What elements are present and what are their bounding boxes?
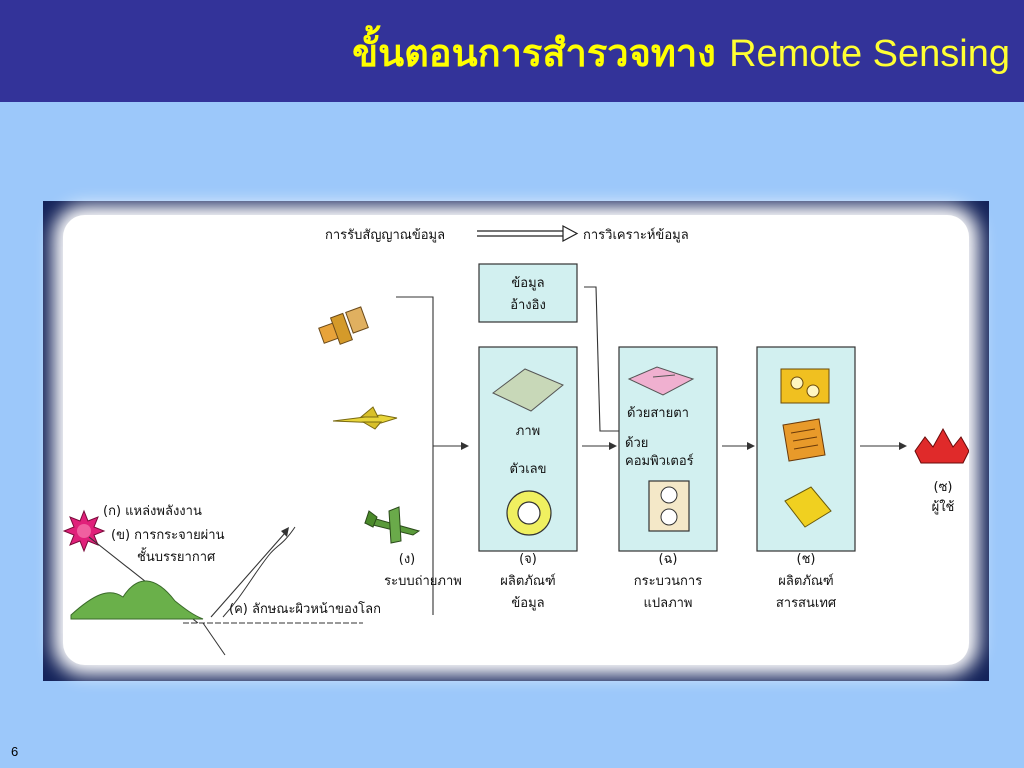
info-caption-2: ผลิตภัณฑ์ <box>778 573 833 589</box>
flow-label-acquisition: การรับสัญญาณข้อมูล <box>325 228 445 243</box>
satellite-icon <box>318 306 369 345</box>
info-caption-3: สารสนเทศ <box>776 596 837 611</box>
data-image-label: ภาพ <box>516 424 540 439</box>
data-caption-3: ข้อมูล <box>511 596 544 611</box>
atmosphere-label-2: ชั้นบรรยากาศ <box>137 547 216 565</box>
user-caption-2: ผู้ใช้ <box>932 499 955 515</box>
processing-visual-label: ด้วยสายตา <box>627 406 689 421</box>
reference-data-box <box>478 263 578 323</box>
energy-source-label: (ก) แหล่งพลังงาน <box>103 504 202 519</box>
figure-panel: การรับสัญญาณข้อมูล การวิเคราะห์ข้อมูล ข้… <box>63 215 969 665</box>
info-caption-1: (ช) <box>797 552 816 567</box>
airplane-icon <box>364 506 421 544</box>
flow-arrow-head <box>562 224 579 243</box>
reflected-ray <box>210 532 286 618</box>
info-arrow-head <box>899 442 907 450</box>
reference-data-label-2: อ้างอิง <box>510 298 546 313</box>
slide-title: ขั้นตอนการสำรวจทาง Remote Sensing <box>352 22 1010 83</box>
atmosphere-label-1: (ข) การกระจายผ่าน <box>111 528 225 543</box>
magnetic-tape-icon <box>506 490 552 536</box>
processing-caption-1: (ฉ) <box>659 552 678 567</box>
reflected-ray-arrow <box>281 527 289 537</box>
user-caption-1: (ซ) <box>934 480 953 495</box>
sensor-caption-1: (ง) <box>399 552 416 567</box>
title-bar: ขั้นตอนการสำรวจทาง Remote Sensing <box>0 0 1024 102</box>
sun-icon <box>63 509 106 553</box>
processing-computer-label-1: ด้วย <box>625 436 648 451</box>
map-image-icon <box>627 366 695 396</box>
surface-label: (ค) ลักษณะผิวหน้าของโลก <box>229 601 381 617</box>
slide-number: 6 <box>11 744 19 759</box>
remote-sensing-diagram: การรับสัญญาณข้อมูล การวิเคราะห์ข้อมูล ข้… <box>63 224 969 656</box>
reference-to-processing-line <box>584 286 619 432</box>
flow-label-analysis: การวิเคราะห์ข้อมูล <box>583 227 689 243</box>
terrain-illustration <box>70 580 363 624</box>
jet-icon <box>332 406 398 430</box>
data-digital-label: ตัวเลข <box>509 462 546 477</box>
slide-title-english: Remote Sensing <box>729 33 1010 75</box>
thematic-map-icon <box>780 368 830 404</box>
processing-caption-3: แปลภาพ <box>643 596 692 611</box>
processing-caption-2: กระบวนการ <box>634 574 702 589</box>
scattered-ray <box>222 526 296 618</box>
photo-image-icon <box>492 368 564 412</box>
data-caption-1: (จ) <box>519 552 537 567</box>
user-building-icon <box>914 427 969 464</box>
computer-tape-drive-icon <box>648 480 690 532</box>
sensor-caption-2: ระบบถ่ายภาพ <box>384 574 462 589</box>
book-icon <box>784 486 832 528</box>
transmitted-ray <box>202 622 226 656</box>
report-document-icon <box>782 418 826 462</box>
data-caption-2: ผลิตภัณฑ์ <box>500 573 555 589</box>
data-arrow-head <box>609 442 617 450</box>
figure-frame: การรับสัญญาณข้อมูล การวิเคราะห์ข้อมูล ข้… <box>43 201 989 681</box>
reference-data-label-1: ข้อมูล <box>511 276 544 291</box>
processing-arrow-head <box>747 442 755 450</box>
slide-title-thai: ขั้นตอนการสำรวจทาง <box>352 30 716 75</box>
processing-computer-label-2: คอมพิวเตอร์ <box>625 453 694 469</box>
sensor-bracket <box>396 296 434 615</box>
sensor-arrow-head <box>461 442 469 450</box>
